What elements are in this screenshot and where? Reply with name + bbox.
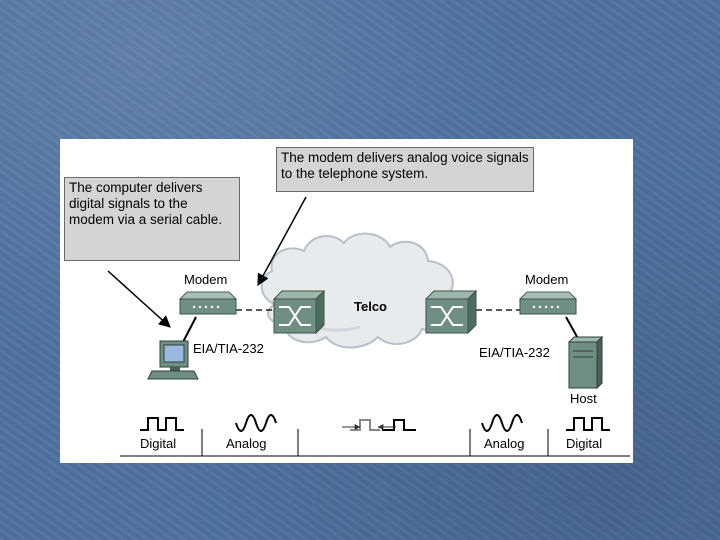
signal-baseline: [120, 429, 630, 457]
telco-label: Telco: [354, 299, 387, 314]
serial-cable-left: [181, 316, 197, 345]
modem-icon: [518, 291, 578, 315]
modem-label-left: Modem: [184, 272, 228, 287]
diagram-panel: The modem delivers analog voice signals …: [60, 139, 633, 463]
square-wave-icon: [566, 417, 610, 431]
square-wave-icon: [342, 419, 416, 431]
signal-label-digital-left: Digital: [140, 436, 177, 451]
computer-callout: The computer delivers digital signals to…: [64, 177, 240, 261]
eia-label-left: EIA/TIA-232: [193, 341, 264, 356]
host-server-icon: [567, 335, 604, 390]
signal-label-analog-right: Analog: [484, 436, 525, 451]
sine-wave-icon: [481, 414, 523, 432]
signal-label-analog-left: Analog: [226, 436, 267, 451]
square-wave-icon: [140, 417, 184, 431]
computer-icon: [147, 340, 199, 380]
host-label: Host: [570, 391, 597, 406]
sine-wave-icon: [235, 414, 277, 432]
network-diagram: [107, 196, 630, 457]
arrow-icon: [107, 270, 171, 328]
arrow-icon: [257, 196, 307, 287]
signal-label-digital-right: Digital: [566, 436, 603, 451]
switch-icon: [272, 289, 326, 335]
modem-callout: The modem delivers analog voice signals …: [276, 147, 534, 192]
modem-icon: [178, 291, 238, 315]
switch-icon: [424, 289, 478, 335]
eia-label-right: EIA/TIA-232: [479, 345, 550, 360]
modem-label-right: Modem: [525, 272, 569, 287]
